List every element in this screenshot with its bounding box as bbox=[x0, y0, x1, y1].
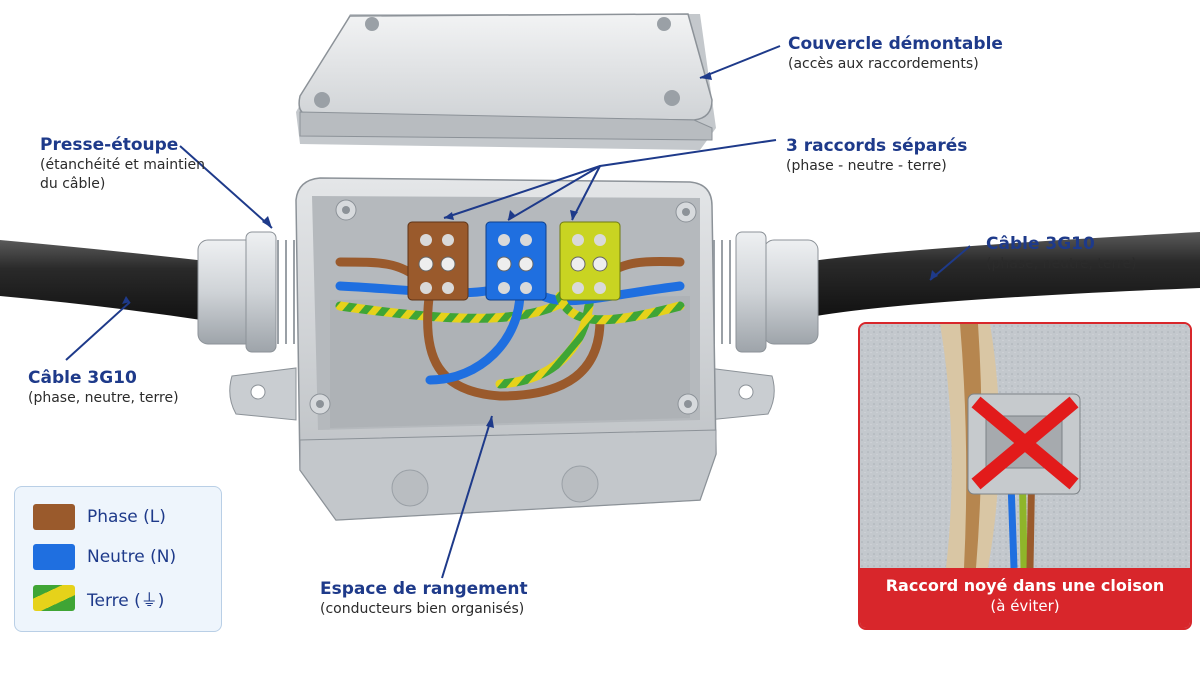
label-terminals-subtitle: (phase - neutre - terre) bbox=[786, 158, 947, 174]
label-cover-subtitle: (accès aux raccordements) bbox=[788, 56, 979, 72]
leader-lines bbox=[65, 45, 971, 579]
label-cable-right: Câble 3G10 (phase, neutre, terre) bbox=[986, 233, 1137, 274]
label-cable-left-title: Câble 3G10 bbox=[28, 368, 137, 388]
label-cable-right-subtitle: (phase, neutre, terre) bbox=[986, 256, 1137, 272]
label-gland-title: Presse-étoupe bbox=[40, 135, 179, 155]
legend-label-phase: Phase (L) bbox=[87, 507, 166, 527]
label-storage: Espace de rangement (conducteurs bien or… bbox=[320, 578, 528, 619]
warning-subtitle: (à éviter) bbox=[990, 597, 1060, 615]
label-storage-title: Espace de rangement bbox=[320, 579, 528, 599]
label-cable-left-subtitle: (phase, neutre, terre) bbox=[28, 390, 179, 406]
legend-label-neutral: Neutre (N) bbox=[87, 547, 177, 567]
warning-caption: Raccord noyé dans une cloison (à éviter) bbox=[860, 568, 1190, 628]
cable-left bbox=[0, 240, 215, 322]
label-terminals-title: 3 raccords séparés bbox=[786, 136, 968, 156]
label-gland-subtitle-1: (étanchéité et maintien bbox=[40, 157, 206, 173]
label-gland-subtitle-2: du câble) bbox=[40, 176, 106, 192]
label-cable-left: Câble 3G10 (phase, neutre, terre) bbox=[28, 367, 179, 408]
cable-gland-right bbox=[697, 231, 819, 353]
label-gland: Presse-étoupe (étanchéité et maintien du… bbox=[40, 134, 205, 194]
legend-swatch-phase bbox=[33, 504, 75, 530]
terminal-phase bbox=[407, 221, 469, 301]
terminal-neutral bbox=[485, 221, 547, 301]
label-storage-subtitle: (conducteurs bien organisés) bbox=[320, 601, 525, 617]
label-cover-title: Couvercle démontable bbox=[788, 34, 1003, 54]
cable-right bbox=[805, 232, 1200, 318]
embedded-junction-photo bbox=[860, 324, 1190, 568]
warning-title: Raccord noyé dans une cloison bbox=[885, 576, 1165, 595]
legend-item-phase: Phase (L) bbox=[33, 503, 166, 531]
legend-item-neutral: Neutre (N) bbox=[33, 543, 176, 571]
warning-panel: Raccord noyé dans une cloison (à éviter) bbox=[858, 322, 1192, 630]
color-legend: Phase (L) Neutre (N) Terre (⏚) bbox=[14, 486, 222, 632]
legend-item-earth: Terre (⏚) bbox=[33, 584, 164, 612]
cable-gland-left bbox=[197, 231, 311, 353]
terminal-earth bbox=[559, 221, 621, 301]
removable-lid bbox=[296, 13, 716, 150]
label-cover: Couvercle démontable (accès aux raccorde… bbox=[788, 33, 1003, 74]
legend-swatch-neutral bbox=[33, 544, 75, 570]
label-terminals: 3 raccords séparés (phase - neutre - ter… bbox=[786, 135, 967, 176]
legend-label-earth: Terre (⏚) bbox=[87, 590, 165, 611]
label-cable-right-title: Câble 3G10 bbox=[986, 234, 1095, 254]
legend-swatch-earth bbox=[33, 585, 75, 611]
